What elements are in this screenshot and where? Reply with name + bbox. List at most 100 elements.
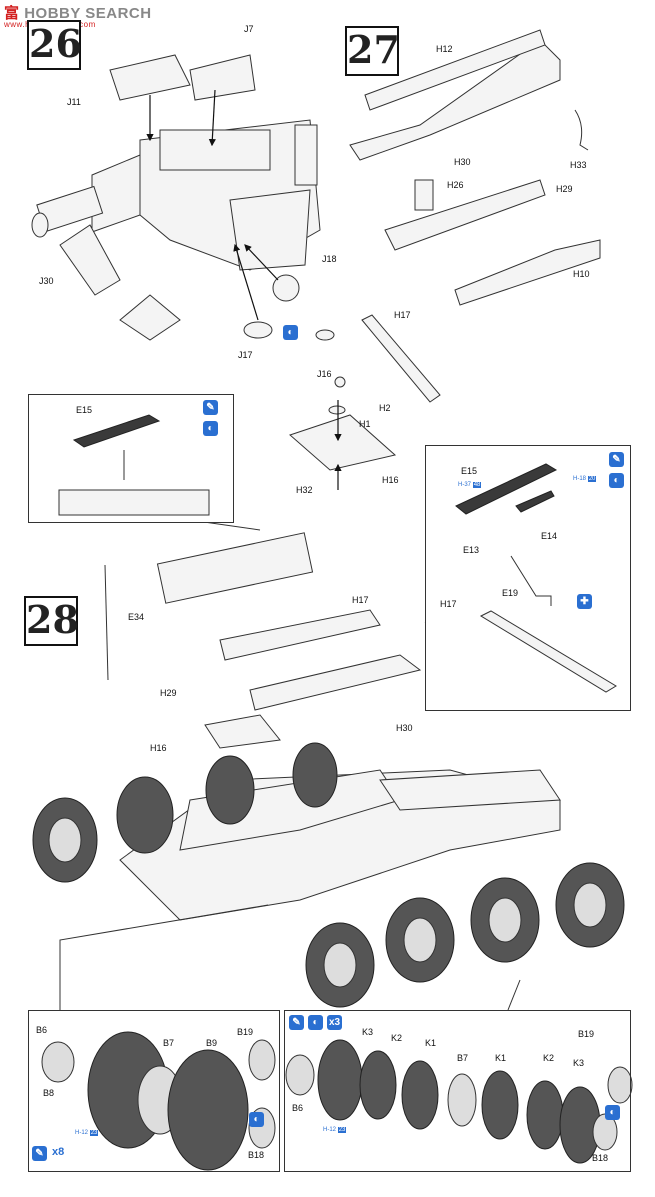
part-j30b (119, 294, 181, 341)
label-e15-right: E15 (461, 466, 478, 476)
part-j11 (109, 54, 191, 101)
label-e15-left: E15 (76, 405, 93, 415)
part-h17 (361, 314, 441, 403)
label-k1-a: K1 (425, 1038, 437, 1048)
road-wheels (32, 742, 625, 1008)
tag-h37-text: H-37 (458, 482, 472, 488)
glue-icon-right: ◐ (609, 473, 624, 488)
label-b7-right: B7 (457, 1053, 469, 1063)
step-number-26: 26 (27, 20, 82, 70)
label-h17-28: H17 (352, 595, 369, 605)
watermark-brand: HOBBY SEARCH (24, 5, 152, 22)
label-j11: J11 (67, 97, 81, 107)
tag-h12-left-num: 23 (89, 1130, 99, 1136)
part-j17 (243, 321, 273, 339)
mg-right-drawing (455, 463, 617, 693)
label-j16: J16 (317, 369, 332, 379)
paint-icon-k: ✎ (289, 1015, 304, 1030)
label-b18-left: B18 (248, 1150, 265, 1160)
label-j7: J7 (244, 24, 254, 34)
tag-h37: H-37 48 (458, 482, 482, 488)
part-h26 (414, 179, 434, 211)
label-k3-b: K3 (573, 1058, 585, 1068)
part-h29 (384, 179, 546, 251)
label-k2-a: K2 (391, 1033, 403, 1043)
label-h1: H1 (359, 419, 371, 429)
label-j17: J17 (238, 350, 253, 360)
callout-line-wheel-left (59, 904, 269, 1010)
paint-icon-wheel: ✎ (32, 1146, 47, 1161)
label-k3-a: K3 (362, 1027, 374, 1037)
label-h17-right: H17 (440, 599, 457, 609)
label-k1-b: K1 (495, 1053, 507, 1063)
glue-icon-k: ◐ (308, 1015, 323, 1030)
paint-icon: ✎ (203, 400, 218, 415)
part-j18 (272, 274, 300, 302)
label-h33: H33 (570, 160, 587, 170)
part-h12 (364, 29, 546, 111)
part-h10 (454, 239, 601, 306)
wheel-exploded-right (285, 1039, 633, 1164)
label-b19-right: B19 (578, 1029, 595, 1039)
tag-h12-left: H-12 23 (75, 1130, 99, 1136)
part-h16 (289, 414, 397, 471)
detail-frame-mg-right (425, 445, 631, 711)
glue-icon: ◐ (203, 421, 218, 436)
mg-left-drawing (58, 414, 210, 516)
label-b6-right: B6 (292, 1103, 304, 1113)
label-k2-b: K2 (543, 1053, 555, 1063)
glue-icon-k2: ◐ (605, 1105, 620, 1120)
label-h26: H26 (447, 180, 464, 190)
label-h17: H17 (394, 310, 411, 320)
part-h33 (574, 109, 589, 151)
glue-icon-26: ◐ (283, 325, 298, 340)
tag-h18-text: H-18 (573, 476, 587, 482)
label-e19: E19 (502, 588, 519, 598)
wheel-exploded-left (41, 1031, 276, 1171)
label-h29: H29 (556, 184, 573, 194)
part-j16 (315, 329, 335, 341)
repeat-x3-icon: x3 (327, 1015, 342, 1030)
watermark-logo: 富 (4, 4, 20, 22)
label-e14: E14 (541, 531, 558, 541)
label-h32: H32 (296, 485, 313, 495)
label-h29-28: H29 (160, 688, 177, 698)
label-b9: B9 (206, 1038, 218, 1048)
label-b19-left: B19 (237, 1027, 254, 1037)
arrow-j18 (244, 244, 279, 281)
label-j30: J30 (39, 276, 54, 286)
label-e13: E13 (463, 545, 480, 555)
arrow-j17 (233, 243, 259, 321)
tag-h37-num: 48 (472, 482, 482, 488)
detail-frame-wheel-left (28, 1010, 280, 1172)
step-number-28: 28 (24, 596, 79, 646)
times-8-label: x8 (52, 1146, 65, 1158)
label-j18: J18 (322, 254, 337, 264)
paint-icon-right: ✎ (609, 452, 624, 467)
part-j7 (189, 54, 256, 101)
label-b7-left: B7 (163, 1038, 175, 1048)
step-number-27: 27 (345, 26, 400, 76)
glue-icon-wheel: ◐ (249, 1112, 264, 1127)
fix-icon: ✚ (577, 594, 592, 609)
label-b6-left: B6 (36, 1025, 48, 1035)
detail-frame-wheel-right (284, 1010, 631, 1172)
tag-h12-right-text: H-12 (323, 1127, 337, 1133)
tag-h12-right: H-12 23 (323, 1127, 347, 1133)
detail-frame-mg-left (28, 394, 234, 523)
label-h16: H16 (382, 475, 399, 485)
turret-assembly (31, 119, 321, 271)
label-b18-right: B18 (592, 1153, 609, 1163)
part-h12-h30 (349, 39, 561, 161)
label-h30-28: H30 (396, 723, 413, 733)
arrow-j7 (208, 89, 216, 147)
label-h2: H2 (379, 403, 391, 413)
tag-h12-right-num: 23 (337, 1127, 347, 1133)
part-h1 (328, 405, 346, 415)
tag-h18-num: 20 (587, 476, 597, 482)
label-h12: H12 (436, 44, 453, 54)
label-h16-28: H16 (150, 743, 167, 753)
tag-h12-left-text: H-12 (75, 1130, 89, 1136)
